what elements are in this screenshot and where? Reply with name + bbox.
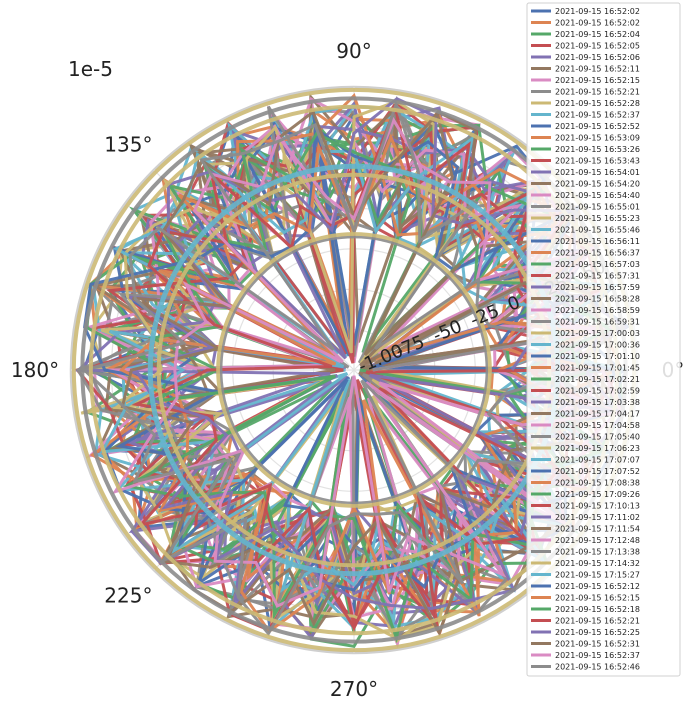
legend-entry: 2021-09-15 17:07:07 — [555, 456, 640, 465]
legend-entry: 2021-09-15 16:53:26 — [555, 145, 640, 154]
legend-entry: 2021-09-15 16:52:31 — [555, 640, 640, 649]
legend-entry: 2021-09-15 17:00:03 — [555, 329, 640, 338]
legend-entry: 2021-09-15 16:54:20 — [555, 180, 640, 189]
legend-entry: 2021-09-15 17:02:59 — [555, 387, 640, 396]
legend-entry: 2021-09-15 16:52:21 — [555, 617, 640, 626]
legend-entry: 2021-09-15 17:08:38 — [555, 479, 640, 488]
legend-entry: 2021-09-15 17:03:38 — [555, 398, 640, 407]
legend-entry: 2021-09-15 17:05:40 — [555, 433, 640, 442]
legend-entry: 2021-09-15 16:52:05 — [555, 42, 640, 51]
legend-entry: 2021-09-15 17:14:32 — [555, 559, 640, 568]
angle-tick-label: 270° — [330, 677, 378, 701]
legend-entry: 2021-09-15 16:52:02 — [555, 19, 640, 28]
legend-entry: 2021-09-15 16:52:25 — [555, 628, 640, 637]
legend-entry: 2021-09-15 17:04:17 — [555, 410, 640, 419]
legend-entry: 2021-09-15 16:52:06 — [555, 53, 640, 62]
legend-entry: 2021-09-15 16:53:09 — [555, 134, 640, 143]
legend-entry: 2021-09-15 16:55:23 — [555, 214, 640, 223]
legend-entry: 2021-09-15 16:59:31 — [555, 318, 640, 327]
legend-entry: 2021-09-15 16:55:01 — [555, 203, 640, 212]
series-ring — [216, 232, 492, 508]
legend-entry: 2021-09-15 16:58:59 — [555, 306, 640, 315]
radial-scale-label: 1e-5 — [68, 57, 113, 81]
series-line — [94, 118, 629, 620]
legend-entry: 2021-09-15 16:57:59 — [555, 283, 640, 292]
legend-entry: 2021-09-15 16:56:37 — [555, 249, 640, 258]
legend-entry: 2021-09-15 17:06:23 — [555, 444, 640, 453]
legend-entry: 2021-09-15 16:53:43 — [555, 157, 640, 166]
angle-tick-label: 135° — [104, 132, 152, 156]
legend-entry: 2021-09-15 17:01:10 — [555, 352, 640, 361]
legend-entry: 2021-09-15 17:00:36 — [555, 341, 640, 350]
legend-entry: 2021-09-15 16:55:46 — [555, 226, 640, 235]
legend-box — [526, 2, 681, 677]
legend-entry: 2021-09-15 16:52:37 — [555, 651, 640, 660]
angle-tick-label: 225° — [104, 584, 152, 608]
legend-entry: 2021-09-15 16:52:37 — [555, 111, 640, 120]
legend-entry: 2021-09-15 16:52:15 — [555, 594, 640, 603]
legend-entry: 2021-09-15 16:52:21 — [555, 88, 640, 97]
legend-entry: 2021-09-15 16:52:02 — [555, 7, 640, 16]
legend-entry: 2021-09-15 16:52:11 — [555, 65, 640, 74]
legend-entry: 2021-09-15 16:52:46 — [555, 663, 640, 672]
legend-entry: 2021-09-15 17:10:13 — [555, 502, 640, 511]
legend-entry: 2021-09-15 16:52:15 — [555, 76, 640, 85]
legend-entry: 2021-09-15 16:52:18 — [555, 605, 640, 614]
legend-entry: 2021-09-15 16:54:40 — [555, 191, 640, 200]
legend-entry: 2021-09-15 16:58:28 — [555, 295, 640, 304]
legend-entry: 2021-09-15 16:54:01 — [555, 168, 640, 177]
legend-entry: 2021-09-15 16:52:52 — [555, 122, 640, 131]
angle-tick-label: 180° — [11, 358, 59, 382]
legend-entry: 2021-09-15 17:02:21 — [555, 375, 640, 384]
legend-entry: 2021-09-15 17:15:27 — [555, 571, 640, 580]
legend-entry: 2021-09-15 16:57:03 — [555, 260, 640, 269]
legend-entry: 2021-09-15 17:13:38 — [555, 548, 640, 557]
series-line — [111, 116, 624, 608]
legend-entry: 2021-09-15 16:56:11 — [555, 237, 640, 246]
legend: 2021-09-15 16:52:02 2021-09-15 16:52:02 20… — [526, 2, 681, 677]
legend-entry: 2021-09-15 17:01:45 — [555, 364, 640, 373]
legend-entry: 2021-09-15 17:07:52 — [555, 467, 640, 476]
legend-entry: 2021-09-15 17:04:58 — [555, 421, 640, 430]
legend-entry: 2021-09-15 17:11:54 — [555, 525, 640, 534]
legend-entry: 2021-09-15 16:52:04 — [555, 30, 640, 39]
angle-tick-label: 90° — [336, 39, 371, 63]
legend-entry: 2021-09-15 17:09:26 — [555, 490, 640, 499]
legend-entry: 2021-09-15 16:57:31 — [555, 272, 640, 281]
legend-entry: 2021-09-15 17:11:02 — [555, 513, 640, 522]
series-line — [131, 102, 584, 632]
legend-entry: 2021-09-15 16:52:12 — [555, 582, 640, 591]
series-ring — [219, 235, 489, 505]
legend-entry: 2021-09-15 17:12:48 — [555, 536, 640, 545]
legend-entry: 2021-09-15 16:52:28 — [555, 99, 640, 108]
